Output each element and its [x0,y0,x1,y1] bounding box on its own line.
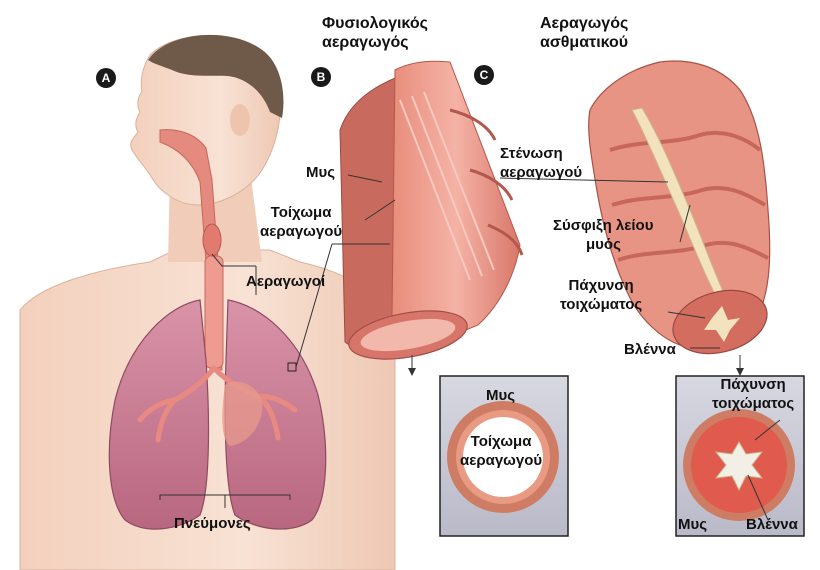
narrowing-label-line2: αεραγωγού [500,163,582,182]
asthmatic-airway-header-line1: Αεραγωγός [540,14,628,33]
smooth-muscle-label: Σύσφιξη λείου μυός [553,216,653,254]
normal-wall-label: Τοίχωμα αεραγωγού [260,203,342,241]
cross-asthma-muscle-label: Μυς [678,515,707,534]
wall-thickening-label-line2: τοιχώματος [560,295,642,314]
narrowing-label: Στένωση αεραγωγού [500,144,582,182]
cross-asthma-thickening-label: Πάχυνση τοιχώματος [712,375,794,413]
smooth-muscle-label-line2: μυός [553,235,653,254]
wall-thickening-label: Πάχυνση τοιχώματος [560,276,642,314]
normal-muscle-label: Μυς [306,163,335,182]
cross-normal-wall-label-line1: Τοίχωμα [460,432,542,451]
normal-airway-header-line1: Φυσιολογικός [322,14,428,33]
asthmatic-airway-header-line2: ασθματικού [540,33,628,52]
airways-label: Αεραγωγοί [246,272,325,291]
normal-wall-label-line1: Τοίχωμα [260,203,342,222]
narrowing-label-line1: Στένωση [500,144,582,163]
cross-normal-wall-label: Τοίχωμα αεραγωγού [460,432,542,470]
normal-airway-header-line2: αεραγωγός [322,33,428,52]
wall-thickening-label-line1: Πάχυνση [560,276,642,295]
cross-normal-wall-label-line2: αεραγωγού [460,451,542,470]
cross-asthma-thickening-label-line1: Πάχυνση [712,375,794,394]
normal-wall-label-line2: αεραγωγού [260,222,342,241]
smooth-muscle-label-line1: Σύσφιξη λείου [553,216,653,235]
cross-asthma-thickening-label-line2: τοιχώματος [712,394,794,413]
panel-badge-b: B [311,67,331,87]
mucus-label: Βλέννα [624,340,676,359]
arrow-down-icon [408,368,416,376]
panel-badge-c: C [474,65,494,85]
normal-airway-illustration [340,61,522,367]
person-illustration [20,35,395,570]
panel-badge-a: A [96,68,116,88]
cross-asthma-mucus-label: Βλέννα [746,515,798,534]
asthmatic-airway-header: Αεραγωγός ασθματικού [540,14,628,52]
lungs-label: Πνεύμονες [174,514,251,533]
cross-normal-muscle-label: Μυς [486,386,515,405]
normal-airway-header: Φυσιολογικός αεραγωγός [322,14,428,52]
asthmatic-airway-illustration [589,61,774,363]
